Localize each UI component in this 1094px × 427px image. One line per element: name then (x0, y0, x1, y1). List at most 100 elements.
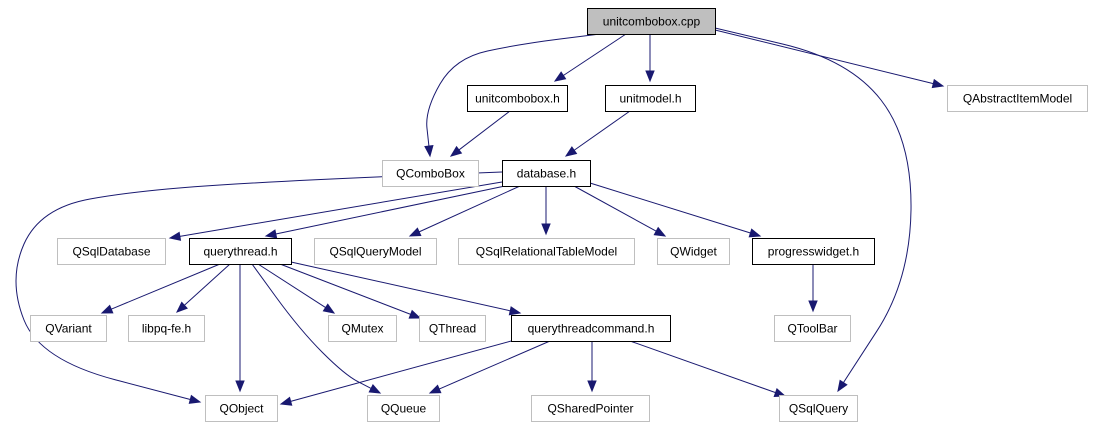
node-qsqldatabase: QSqlDatabase (57, 238, 166, 265)
node-box (205, 395, 278, 422)
arrowhead (176, 301, 188, 313)
edge-querythread_h-to-qqueue (251, 263, 382, 394)
node-label: QAbstractItemModel (963, 92, 1072, 106)
arrowhead (424, 145, 434, 158)
node-label: QSqlDatabase (72, 245, 150, 259)
edge-line (589, 182, 751, 234)
node-label: unitcombobox.h (475, 92, 560, 106)
node-unitcombobox-h[interactable]: unitcombobox.h (467, 85, 568, 112)
arrowhead (279, 396, 293, 406)
nodes-layer: unitcombobox.cpp unitcombobox.h unitmodel.… (30, 8, 1088, 422)
edge-line (426, 33, 601, 147)
edge-line (573, 110, 631, 151)
edge-progresswidget_h-to-qtoolbar (808, 264, 818, 313)
node-querythreadcommand-h[interactable]: querythreadcommand.h (511, 315, 671, 342)
arrowhead (748, 228, 762, 238)
node-unitmodel-h[interactable]: unitmodel.h (605, 85, 696, 112)
arrowhead (408, 227, 422, 237)
node-progresswidget-h[interactable]: progresswidget.h (752, 238, 875, 265)
node-box (314, 238, 437, 265)
node-root[interactable]: unitcombobox.cpp (587, 8, 716, 35)
edge-querythread_h-to-qvariant (100, 263, 221, 314)
node-box (419, 315, 486, 342)
edge-line (714, 27, 912, 383)
edge-database_h-to-qsqlquerymodel (408, 185, 521, 237)
edge-line (629, 340, 776, 394)
edge-querythreadcommand_h-to-qsharedpointer (587, 341, 597, 393)
edge-database_h-to-qsqldatabase (168, 181, 503, 241)
edge-line (290, 261, 511, 312)
node-box (657, 238, 730, 265)
node-querythread-h[interactable]: querythread.h (189, 238, 292, 265)
node-qmutex: QMutex (328, 315, 397, 342)
node-qvariant: QVariant (30, 315, 107, 342)
node-box (502, 160, 591, 187)
edge-line (257, 263, 326, 309)
node-label: querythread.h (203, 245, 277, 259)
node-libpq-fe-h: libpq-fe.h (128, 315, 205, 342)
edge-line (111, 263, 221, 310)
edge-querythread_h-to-qthread (279, 263, 422, 319)
node-label: unitcombobox.cpp (603, 15, 701, 29)
node-label: database.h (517, 167, 576, 181)
node-qsharedpointer: QSharedPointer (531, 395, 650, 422)
arrowhead (264, 229, 278, 239)
node-qsqlquery: QSqlQuery (779, 395, 858, 422)
edge-line (573, 185, 657, 232)
edge-root-to-unitmodel_h (645, 34, 655, 83)
arrowhead (587, 380, 597, 393)
node-label: libpq-fe.h (142, 322, 191, 336)
arrowhead (541, 223, 551, 236)
node-qwidget: QWidget (657, 238, 730, 265)
node-box (128, 315, 205, 342)
node-qthread: QThread (419, 315, 486, 342)
arrowhead (837, 379, 848, 393)
node-box (30, 315, 107, 342)
node-label: unitmodel.h (619, 92, 681, 106)
arrowhead (653, 226, 667, 237)
node-box (531, 395, 650, 422)
arrowhead (428, 384, 442, 394)
node-label: QSqlQueryModel (329, 245, 421, 259)
node-database-h[interactable]: database.h (502, 160, 591, 187)
node-box (605, 85, 696, 112)
edge-root-to-qsqlquery (714, 27, 912, 393)
node-label: QWidget (670, 245, 717, 259)
edge-database_h-to-qobject (15, 171, 503, 404)
edge-database_h-to-progresswidget_h (589, 182, 762, 238)
node-label: QToolBar (787, 322, 837, 336)
edge-database_h-to-qsqlrelationaltablemodel (541, 186, 551, 236)
edge-root-to-qabstractitemmodel (714, 29, 945, 89)
edge-unitmodel_h-to-database_h (564, 110, 631, 157)
arrowhead (508, 306, 522, 316)
node-label: QSharedPointer (547, 402, 633, 416)
node-label: QQueue (381, 402, 427, 416)
edge-line (714, 29, 934, 85)
node-box (467, 85, 568, 112)
arrowhead (188, 394, 202, 404)
node-label: QMutex (341, 322, 383, 336)
node-label: QSqlQuery (789, 402, 848, 416)
node-qtoolbar: QToolBar (774, 315, 851, 342)
edge-unitcombobox_h-to-qcombobox (449, 110, 511, 157)
arrowhead (368, 383, 382, 394)
edge-database_h-to-querythread_h (264, 185, 506, 239)
arrowhead (449, 145, 463, 157)
node-box (57, 238, 166, 265)
edge-line (251, 263, 372, 389)
node-qcombobox: QComboBox (382, 160, 479, 187)
edge-line (184, 263, 231, 306)
edge-line (275, 185, 506, 235)
arrowhead (235, 380, 245, 393)
node-box (774, 315, 851, 342)
edge-database_h-to-qwidget (573, 185, 667, 237)
node-box (947, 85, 1088, 112)
edge-querythread_h-to-qobject (235, 264, 245, 393)
arrowhead (168, 231, 182, 241)
node-box (752, 238, 875, 265)
node-label: querythreadcommand.h (528, 322, 655, 336)
edge-line (563, 33, 627, 76)
arrowhead (564, 146, 578, 157)
arrowhead (322, 303, 336, 314)
